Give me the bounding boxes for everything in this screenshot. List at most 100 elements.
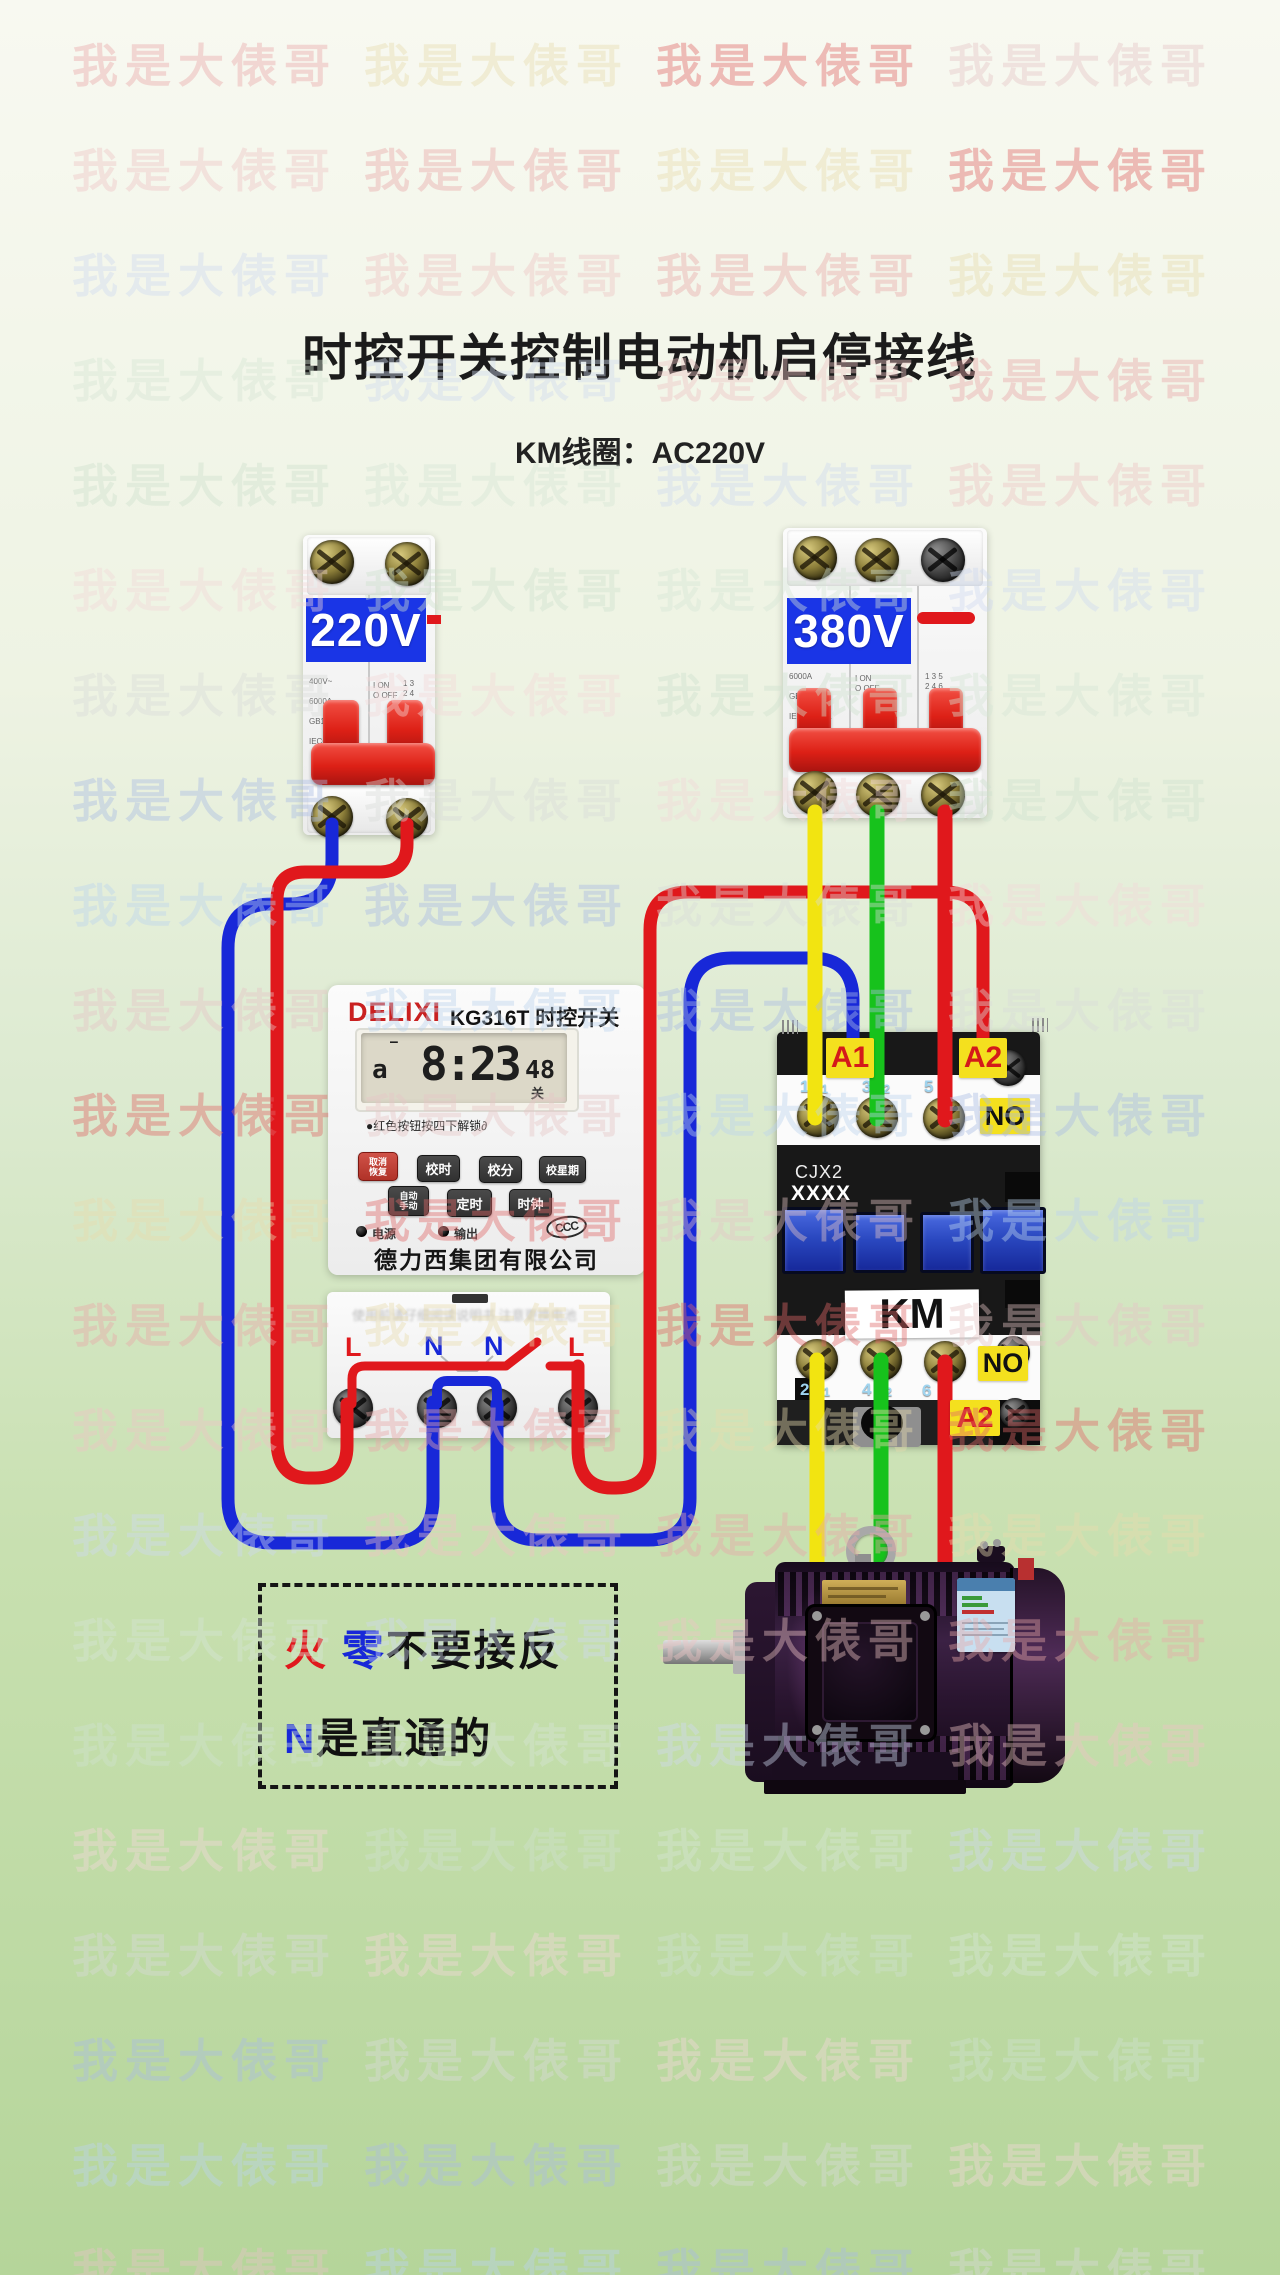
screw-icon [921,538,965,582]
lcd-seconds: 48 [525,1055,556,1084]
unlock-note: ●红色按钮按四下解锁∂ [366,1119,488,1133]
watermark-text: 我是大俵哥 [364,40,629,92]
terminal-number: L3 [938,1082,953,1096]
output-led-label: 输出 [454,1227,479,1241]
screw-icon [311,796,353,838]
note-line2-rest: 是直通的 [316,1715,493,1762]
screw-icon [477,1388,517,1428]
power-led-label: 电源 [372,1227,397,1241]
watermark-text: 我是大俵哥 [948,1930,1213,1982]
watermark-text: 我是大俵哥 [948,670,1213,722]
coil-a2-label-top: A2 [959,1038,1007,1078]
watermark-text: 我是大俵哥 [72,2140,337,2192]
watermark-text: 我是大俵哥 [72,1510,337,1562]
motor-nameplate [822,1580,906,1606]
watermark-text: 我是大俵哥 [948,250,1213,302]
screw-icon [310,540,354,584]
screw-icon [856,1096,898,1138]
terminal-number: T3 [938,1386,953,1400]
contact-window [782,1207,846,1274]
watermark-text: 我是大俵哥 [656,145,921,197]
watermark-text: 我是大俵哥 [948,2035,1213,2087]
watermark-text: 我是大俵哥 [364,1510,629,1562]
note-line1-rest: 不要接反 [385,1627,562,1674]
watermark-text: 我是大俵哥 [656,2035,921,2087]
watermark-text: 我是大俵哥 [948,40,1213,92]
power-led-icon [356,1226,367,1237]
watermark-text: 我是大俵哥 [72,985,337,1037]
watermark-text: 我是大俵哥 [72,1930,337,1982]
motor-shaft [663,1640,739,1664]
note-neutral: 零 [341,1627,386,1674]
watermark-text: 我是大俵哥 [72,1195,337,1247]
watermark-text: 我是大俵哥 [72,250,337,302]
output-led-icon [438,1226,449,1237]
lcd-dash: — [390,1035,398,1050]
watermark-text: 我是大俵哥 [364,2035,629,2087]
watermark-text: 我是大俵哥 [656,1930,921,1982]
note-n: N [284,1715,317,1762]
watermark-text: 我是大俵哥 [948,145,1213,197]
page-subtitle: KM线圈：AC220V [514,437,766,470]
motor-top-fitting [977,1539,1005,1562]
screw-icon [924,1341,966,1383]
button-set-hour: 校时 [417,1155,460,1182]
base-oval-hole [861,1405,903,1441]
lcd-state-char: 关 [531,1086,545,1101]
watermark-text: 我是大俵哥 [656,2140,921,2192]
red-marker [427,615,441,624]
mount-notch [452,1294,488,1303]
motor-base [772,1752,958,1782]
screw-icon [860,1339,902,1381]
watermark-text: 我是大俵哥 [656,880,921,932]
watermark-text: 我是大俵哥 [72,1300,337,1352]
motor-shaft-step [733,1630,747,1674]
note-box: 火 零不要接反 N是直通的 [258,1583,618,1789]
watermark-text: 我是大俵哥 [364,250,629,302]
screw-icon [558,1388,598,1428]
terminal-number: 1 [800,1077,810,1096]
coil-a2-label-bottom: A2 [950,1400,1000,1436]
button-clock: 时钟 [509,1189,552,1217]
no-label-bottom: NO [978,1346,1028,1381]
terminal-number: 5 [924,1077,934,1096]
watermark-text: 我是大俵哥 [72,880,337,932]
watermark-text: 我是大俵哥 [364,2245,629,2275]
screw-icon [385,542,429,586]
watermark-text: 我是大俵哥 [72,40,337,92]
watermark-text: 我是大俵哥 [72,775,337,827]
screw-icon [797,1095,839,1137]
watermark-text: 我是大俵哥 [72,145,337,197]
red-indicator-bar [917,612,975,624]
page-title: 时控开关控制电动机启停接线 [302,330,978,386]
screw-icon [1000,1398,1030,1428]
pole-seam [849,586,851,768]
terminal-label-N2: N [484,1331,504,1361]
dark-corner-square [1005,1280,1040,1308]
screw-icon [333,1388,373,1428]
watermark-text: 我是大俵哥 [72,1825,337,1877]
watermark-text: 我是大俵哥 [364,880,629,932]
note-line-1: 火 零不要接反 [284,1617,562,1678]
terminal-number: L2 [876,1082,891,1096]
terminal-label-L2: L [568,1332,585,1362]
watermark-text: 我是大俵哥 [948,2245,1213,2275]
terminal-number: L1 [814,1082,829,1096]
watermark-text: 我是大俵哥 [656,1825,921,1877]
watermark-text: 我是大俵哥 [72,565,337,617]
wire-clip-pins [1032,1018,1048,1032]
button-timing: 定时 [447,1189,492,1217]
motor-rear-cap [1010,1568,1065,1783]
faint-warning-text: 使用前请仔细阅读说明书 注意更换电池 [352,1308,577,1323]
terminal-label-L1: L [345,1332,362,1362]
dark-corner-square [1005,1172,1040,1202]
watermark-text: 我是大俵哥 [364,1825,629,1877]
contactor-model-label: XXXX [791,1182,852,1205]
screw-icon [855,538,899,582]
lcd-mode-digit: a [372,1055,388,1085]
watermark-text: 我是大俵哥 [656,2245,921,2275]
button-auto-manual: 自动手动 [388,1186,429,1216]
watermark-text: 我是大俵哥 [656,40,921,92]
